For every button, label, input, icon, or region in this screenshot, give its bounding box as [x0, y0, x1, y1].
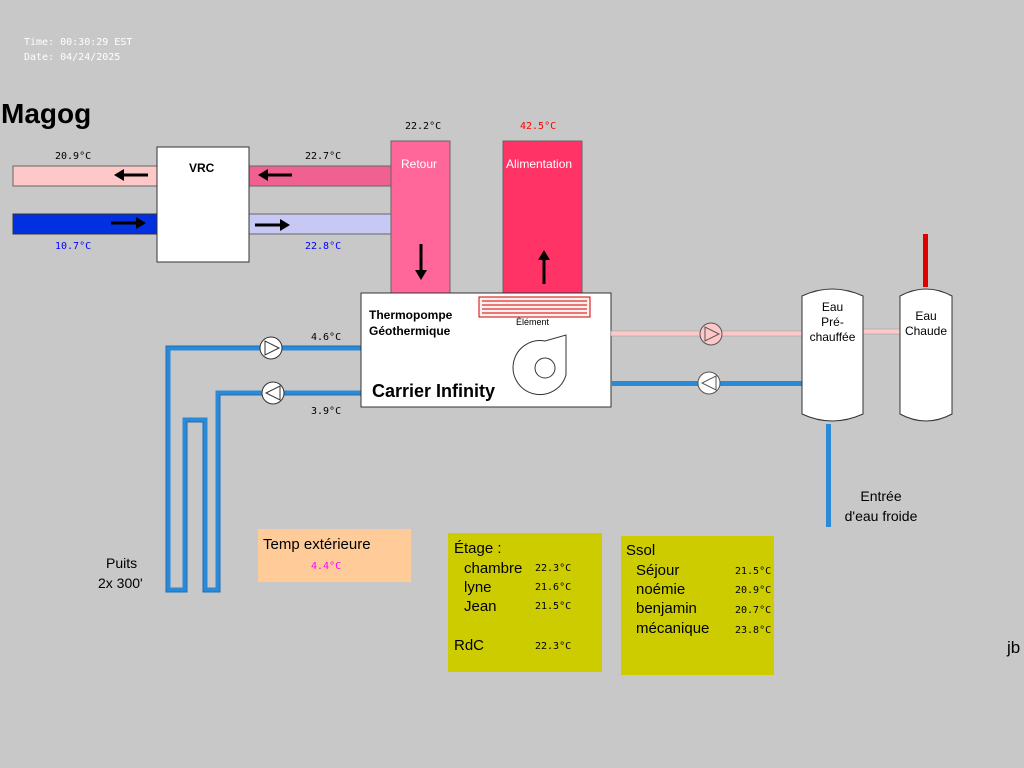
dhw-pump-bottom — [697, 371, 721, 395]
hot-water-tank — [899, 288, 953, 422]
duct-arrows — [415, 244, 550, 284]
alimentation-label: Alimentation — [506, 157, 573, 171]
ssol-room-temp: 23.8°C — [735, 625, 772, 636]
airflow-arrows — [111, 169, 292, 231]
date-readout: Date: 04/24/2025 — [24, 52, 121, 63]
outdoor-temp-value: 4.4°C — [311, 561, 342, 572]
fresh-in-temp: 10.7°C — [55, 241, 92, 252]
ssol-room-temp: 20.7°C — [735, 605, 772, 616]
exhaust-temp: 20.9°C — [55, 151, 92, 162]
alimentation-temp: 42.5°C — [520, 121, 557, 132]
vrc-unit — [156, 146, 250, 263]
loop-supply-pipe — [165, 345, 362, 593]
etage-title: Étage : — [454, 540, 502, 557]
ssol-panel: Ssol Séjour 21.5°C noémie 20.9°C benjami… — [621, 536, 774, 675]
loop-pump-bottom — [261, 381, 285, 405]
cold-inlet-label: Entrée d'eau froide — [844, 488, 918, 524]
etage-room-name: chambre — [464, 560, 523, 577]
ssol-box — [621, 536, 774, 675]
loop-pump-top — [259, 336, 283, 360]
heat-pump-title-1: Thermopompe — [369, 308, 453, 322]
ssol-room-name: Séjour — [636, 562, 680, 579]
dhw-pump-top — [699, 322, 723, 346]
retour-temp: 22.2°C — [405, 121, 442, 132]
element-label: Élément — [516, 317, 550, 327]
rdc-label: RdC — [454, 637, 485, 654]
outdoor-temp-box — [258, 529, 411, 582]
tank-link-pipe — [862, 328, 902, 335]
loop-in-temp: 3.9°C — [311, 406, 342, 417]
etage-room-temp: 21.5°C — [535, 601, 572, 612]
geothermal-loop-outline — [165, 345, 362, 593]
etage-box — [448, 533, 602, 672]
vrc-label: VRC — [189, 161, 215, 175]
etage-room-temp: 22.3°C — [535, 563, 572, 574]
brand-label: Carrier Infinity — [372, 381, 496, 401]
outdoor-temp-label: Temp extérieure — [263, 536, 371, 553]
hot-tank-label: Eau Chaude — [904, 309, 948, 338]
geothermal-loop-pipes — [165, 345, 362, 593]
heat-pump-title-2: Géothermique — [369, 324, 451, 338]
wells-label-2: 2x 300' — [98, 575, 143, 591]
preheat-tank-label: Eau Pré- chauffée — [809, 300, 856, 344]
ssol-title: Ssol — [626, 542, 656, 559]
ssol-room-name: benjamin — [636, 600, 697, 617]
location-title: Magog — [1, 98, 92, 129]
supply-out-temp: 22.8°C — [305, 241, 342, 252]
cold-inlet-pipe — [826, 424, 831, 527]
preheat-tank — [801, 288, 864, 422]
blower-fan-icon — [512, 334, 567, 396]
wells-label-1: Puits — [106, 555, 138, 571]
rdc-temp: 22.3°C — [535, 641, 572, 652]
signature: jb — [1007, 638, 1021, 657]
etage-room-temp: 21.6°C — [535, 582, 572, 593]
hot-outlet-pipe — [923, 234, 928, 287]
ssol-room-temp: 21.5°C — [735, 566, 772, 577]
return-in-temp: 22.7°C — [305, 151, 342, 162]
etage-panel: Étage : chambre 22.3°C lyne 21.6°C Jean … — [448, 533, 602, 672]
etage-room-name: Jean — [464, 598, 497, 615]
etage-room-name: lyne — [464, 579, 492, 596]
ssol-room-temp: 20.9°C — [735, 585, 772, 596]
ssol-room-name: mécanique — [636, 620, 710, 637]
retour-label: Retour — [401, 157, 438, 171]
loop-out-temp: 4.6°C — [311, 332, 342, 343]
heating-element-icon — [478, 296, 591, 318]
time-readout: Time: 00:30:29 EST — [24, 37, 133, 48]
ssol-room-name: noémie — [636, 581, 686, 598]
